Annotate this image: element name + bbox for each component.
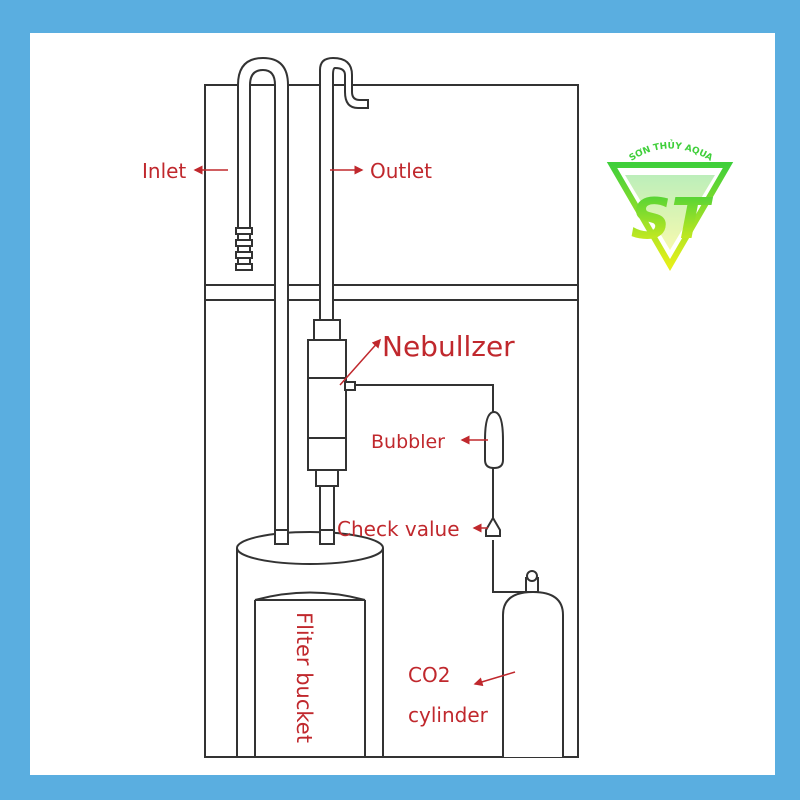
label-bubbler: Bubbler [371, 431, 445, 453]
label-co2: CO2 [408, 663, 450, 687]
brand-logo: ST SƠN THỦY AQUA [606, 138, 734, 271]
bubbler [484, 410, 504, 470]
label-filter-bucket: Fliter bucket [292, 612, 316, 743]
nebulizer [307, 319, 356, 541]
svg-text:SƠN THỦY AQUA: SƠN THỦY AQUA [628, 138, 714, 163]
filter-bucket [236, 529, 384, 758]
co2-cylinder [502, 570, 564, 757]
outlet-pipe [319, 56, 369, 321]
label-nebulizer: Nebullzer [382, 330, 515, 363]
inlet-strainer [235, 227, 253, 271]
label-inlet: Inlet [142, 159, 186, 183]
svg-text:ST: ST [631, 187, 713, 252]
check-valve [485, 516, 501, 537]
label-cylinder: cylinder [408, 703, 489, 727]
label-outlet: Outlet [370, 159, 432, 183]
label-check-valve: Check value [337, 517, 460, 541]
